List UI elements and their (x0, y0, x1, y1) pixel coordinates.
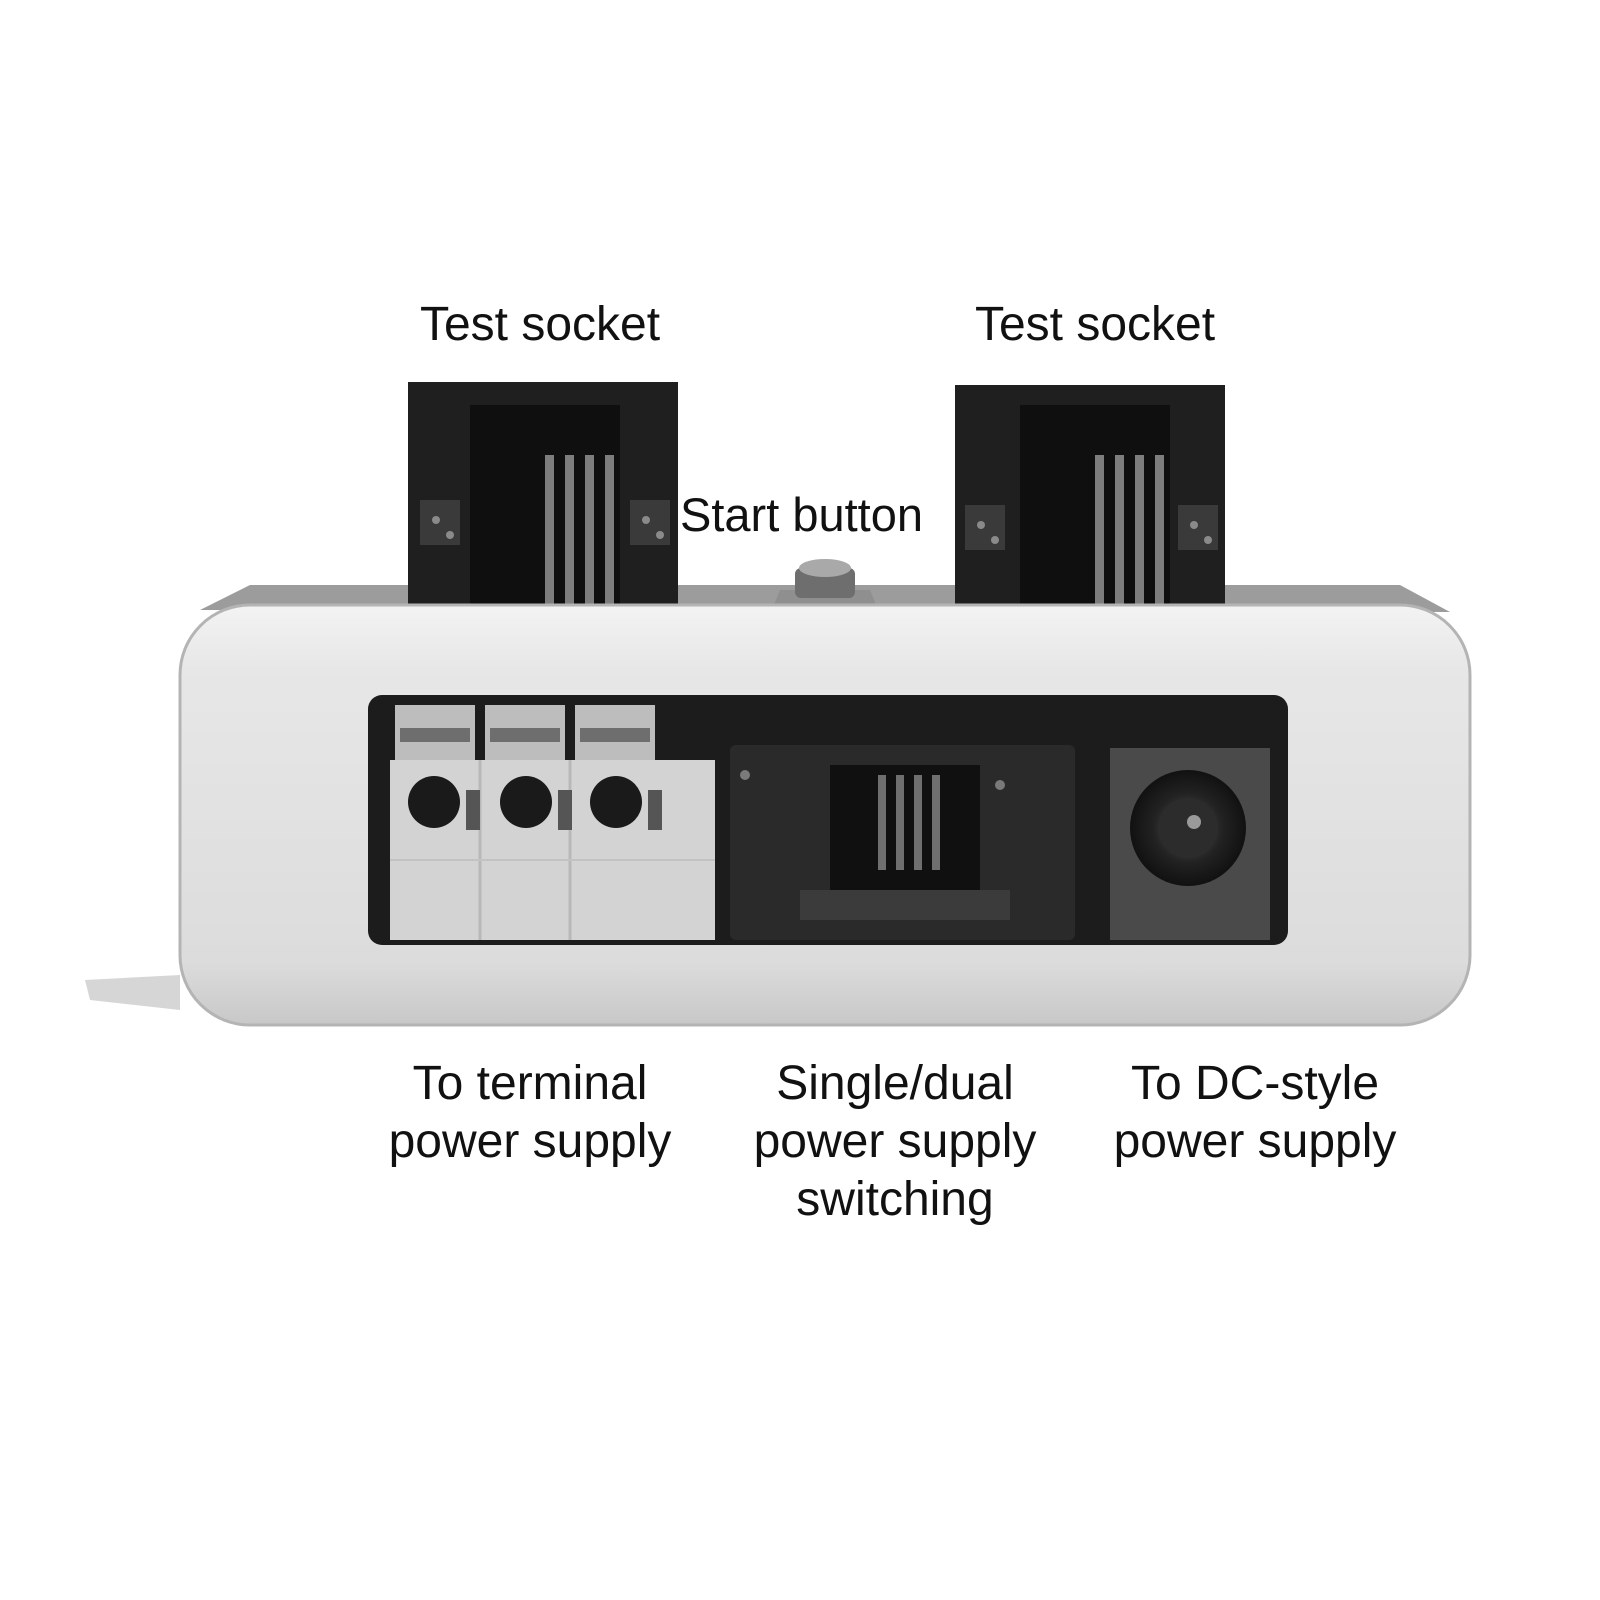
switching-socket (730, 745, 1075, 940)
switching-line-2: power supply (753, 1115, 1037, 1168)
start-button-text: Start button (680, 488, 923, 541)
switching-line-3: switching (796, 1173, 994, 1226)
terminal-power-line-2: power supply (388, 1115, 672, 1168)
test-socket-right-label: Test socket (915, 296, 1275, 354)
start-button-label: Start button (680, 486, 960, 544)
switching-line-1: Single/dual (776, 1057, 1014, 1110)
dc-power-line-1: To DC-style (1130, 1057, 1380, 1110)
right-test-socket (955, 385, 1225, 620)
terminal-power-label: To terminal power supply (355, 1055, 705, 1171)
terminal-power-line-1: To terminal (412, 1057, 648, 1110)
housing-shadow (85, 975, 180, 1010)
test-socket-left-text: Test socket (419, 298, 661, 351)
dc-power-line-2: power supply (1113, 1115, 1397, 1168)
dc-power-jack (1110, 748, 1270, 940)
dc-power-label: To DC-style power supply (1090, 1055, 1420, 1171)
left-test-socket (408, 382, 678, 620)
test-socket-left-label: Test socket (360, 296, 720, 354)
switching-label: Single/dual power supply switching (725, 1055, 1065, 1229)
test-socket-right-text: Test socket (974, 298, 1216, 351)
terminal-block (390, 705, 715, 940)
